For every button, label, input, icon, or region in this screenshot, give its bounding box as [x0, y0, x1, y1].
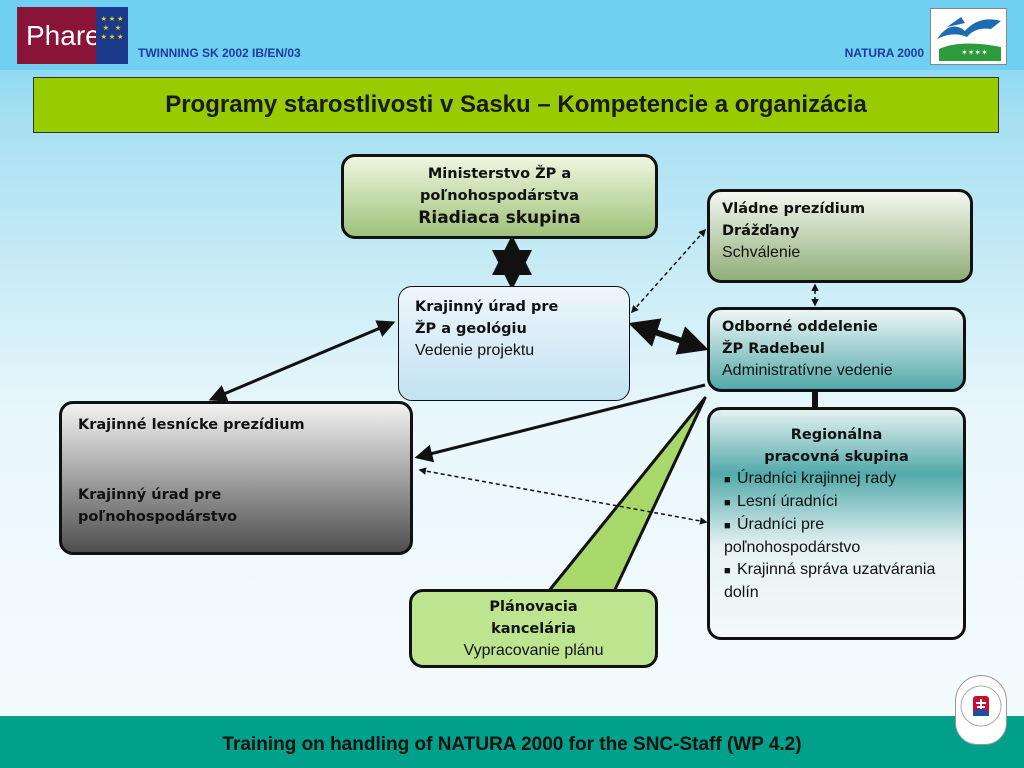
kraj-box: Krajinný úrad pre ŽP a geológiu Vedenie …: [398, 286, 630, 401]
reg-list-item: ■Úradníci pre poľnohospodárstvo: [724, 516, 861, 556]
natura-logo: ✶✶✶✶: [930, 8, 1007, 65]
plan-callout-pointer: [546, 396, 707, 598]
ministry-line1: Ministerstvo ŽP a: [427, 166, 572, 182]
plan-line2: kancelária: [491, 621, 576, 637]
footer-text: Training on handling of NATURA 2000 for …: [222, 734, 802, 755]
plan-line3: Vypracovanie plánu: [463, 642, 604, 659]
header-bar: [0, 0, 1024, 70]
ministry-box: Ministerstvo ŽP a poľnohospodárstva Riad…: [341, 154, 658, 239]
reg-list-item: ■Krajinná správa uzatvárania dolín: [724, 561, 936, 601]
page-title: Programy starostlivosti v Sasku – Kompet…: [33, 77, 999, 133]
reg-list-item: ■Úradníci krajinnej rady: [724, 470, 897, 487]
reg-box: Regionálna pracovná skupina ■Úradníci kr…: [707, 407, 966, 640]
arrow-lesn-kraj: [208, 320, 396, 402]
odbor-box: Odborné oddelenie ŽP Radebeul Administra…: [707, 307, 966, 392]
arrow-kraj-vlada: [631, 228, 706, 314]
vlada-line1: Vládne prezídium: [722, 201, 866, 217]
plan-box: Plánovacia kancelária Vypracovanie plánu: [409, 589, 658, 668]
lesn-box: Krajinné lesnícke prezídium Krajinný úra…: [59, 401, 413, 555]
ministry-line3: Riadiaca skupina: [418, 208, 581, 228]
phare-logo-text: Phare: [26, 20, 101, 51]
lesn-line3: poľnohospodárstvo: [78, 509, 238, 525]
lesn-line2: Krajinný úrad pre: [78, 487, 222, 503]
reg-list-item: ■Lesní úradníci: [724, 493, 838, 510]
arrow-odbor-lesn: [414, 383, 706, 463]
ministry-line2: poľnohospodárstva: [420, 188, 579, 204]
reg-line1: Regionálna: [790, 427, 883, 443]
eu-flag-icon: ★ ★ ★★ ★★ ★ ★: [96, 7, 128, 64]
reg-list: ■Úradníci krajinnej rady ■Lesní úradníci…: [724, 468, 949, 604]
kraj-line3: Vedenie projektu: [415, 342, 535, 359]
phare-logo: Phare ★ ★ ★★ ★★ ★ ★: [17, 7, 128, 64]
vlada-box: Vládne prezídium Drážďany Schválenie: [707, 189, 973, 283]
nature-protection-emblem-icon: [955, 675, 1007, 745]
kraj-line2: ŽP a geológiu: [415, 321, 527, 337]
twinning-label: TWINNING SK 2002 IB/EN/03: [138, 46, 301, 60]
odbor-line1: Odborné oddelenie: [722, 319, 878, 335]
vlada-line2: Drážďany: [722, 223, 800, 239]
svg-text:✶✶✶✶: ✶✶✶✶: [961, 48, 988, 57]
natura-label: NATURA 2000: [844, 46, 924, 60]
footer-bar: [0, 716, 1024, 768]
lesn-line1: Krajinné lesnícke prezídium: [78, 417, 305, 433]
vlada-line3: Schválenie: [722, 244, 801, 261]
reg-line2: pracovná skupina: [764, 449, 909, 465]
arrow-kraj-odbor: [628, 318, 709, 355]
kraj-line1: Krajinný úrad pre: [415, 299, 559, 315]
plan-line1: Plánovacia: [489, 599, 578, 615]
odbor-line3: Administratívne vedenie: [722, 362, 893, 379]
odbor-line2: ŽP Radebeul: [722, 341, 825, 357]
